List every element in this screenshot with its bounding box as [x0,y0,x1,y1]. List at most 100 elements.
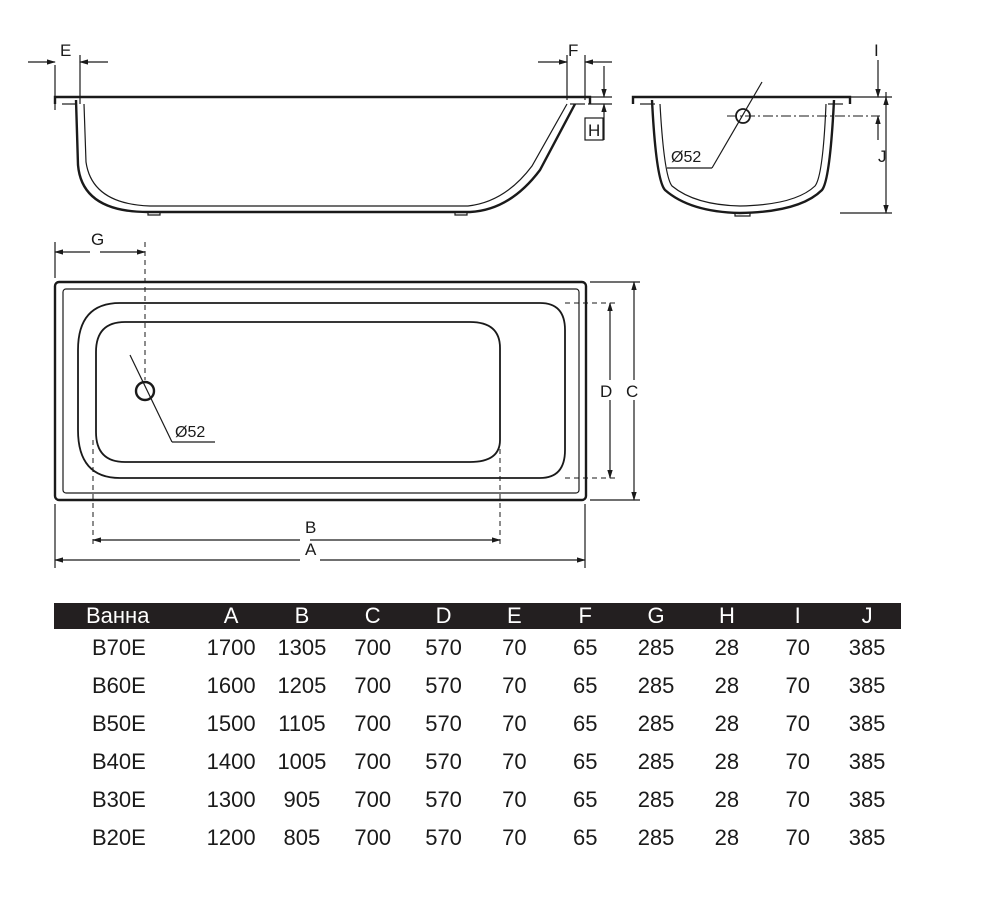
cell-value: 28 [714,749,740,774]
cell-value: 285 [637,749,675,774]
cell-value: 70 [502,635,527,660]
cell-value: 700 [354,711,392,736]
table-row: B30E 1300 905 700 570 70 65 285 28 70 385 [54,781,901,819]
cell-value: 1400 [206,749,256,774]
cell-value: 1500 [206,711,256,736]
cell-value: 70 [502,673,527,698]
label-a: A [305,540,317,559]
cell-value: 1200 [206,825,256,850]
cell-value: 1105 [278,711,326,736]
top-basin-inner [95,321,501,463]
cell-value: 70 [785,749,810,774]
cell-value: 65 [572,787,598,812]
cell-value: 1600 [206,673,256,698]
cell-value: 385 [848,635,886,660]
top-basin-outer [77,302,566,479]
header-e: E [478,603,550,629]
label-g: G [91,230,104,249]
cell-model: B50E [92,711,146,736]
header-g: G [620,603,692,629]
header-h: H [691,603,763,629]
header-b: B [266,603,338,629]
cell-value: 285 [637,673,675,698]
cell-model: B30E [92,787,146,812]
cell-value: 285 [637,825,675,850]
top-view: Ø52 G D C B A [53,230,640,568]
end-view: Ø52 I J [631,41,892,217]
header-f: F [549,603,621,629]
cell-value: 28 [714,711,740,736]
side-view: E F H [28,41,612,216]
top-drain [134,380,156,402]
cell-value: 70 [785,825,810,850]
bathtub-drawing: E F H Ø52 I [28,41,892,568]
cell-value: 70 [502,749,527,774]
cell-value: 700 [354,635,392,660]
cell-value: 65 [572,749,598,774]
cell-value: 905 [283,787,321,812]
cell-value: 700 [354,825,392,850]
cell-value: 65 [572,825,598,850]
label-c: C [626,382,638,401]
cell-value: 1700 [206,635,256,660]
cell-value: 65 [572,711,598,736]
cell-value: 700 [354,673,392,698]
label-i: I [874,41,879,60]
cell-value: 70 [785,635,810,660]
cell-value: 385 [848,749,886,774]
cell-value: 1305 [277,635,327,660]
cell-value: 285 [637,711,675,736]
cell-value: 570 [425,749,462,774]
cell-value: 70 [785,673,810,698]
header-j: J [833,603,901,629]
label-drain-side: Ø52 [175,424,205,441]
header-d: D [408,603,479,629]
cell-value: 805 [283,825,321,850]
cell-value: 385 [848,787,886,812]
cell-value: 285 [637,787,675,812]
cell-value: 70 [502,711,527,736]
header-a: A [195,603,267,629]
cell-value: 570 [425,787,462,812]
label-h: H [588,121,600,140]
cell-value: 65 [572,635,598,660]
header-c: C [337,603,409,629]
cell-value: 1205 [277,673,327,698]
cell-value: 70 [502,825,527,850]
cell-model: B40E [92,749,146,774]
cell-value: 570 [425,635,462,660]
cell-value: 28 [714,825,740,850]
cell-model: B20E [92,825,146,850]
cell-value: 70 [785,787,810,812]
cell-value: 285 [637,635,675,660]
end-body [650,99,836,215]
cell-value: 570 [425,825,462,850]
header-model: Ванна [54,603,196,629]
cell-value: 700 [354,787,392,812]
label-j: J [878,147,887,166]
label-b: B [305,518,316,537]
cell-value: 70 [502,787,527,812]
label-f: F [568,41,578,60]
top-outer-rim [53,280,588,502]
cell-model: B60E [92,673,146,698]
cell-value: 570 [425,711,462,736]
label-d: D [600,382,612,401]
cell-model: B70E [92,635,146,660]
cell-value: 1300 [206,787,256,812]
cell-value: 385 [848,673,886,698]
end-rim [631,95,852,104]
cell-value: 28 [714,787,740,812]
cell-value: 570 [425,673,462,698]
side-rim [53,95,592,104]
label-e: E [60,41,71,60]
cell-value: 385 [848,711,886,736]
cell-value: 65 [572,673,598,698]
